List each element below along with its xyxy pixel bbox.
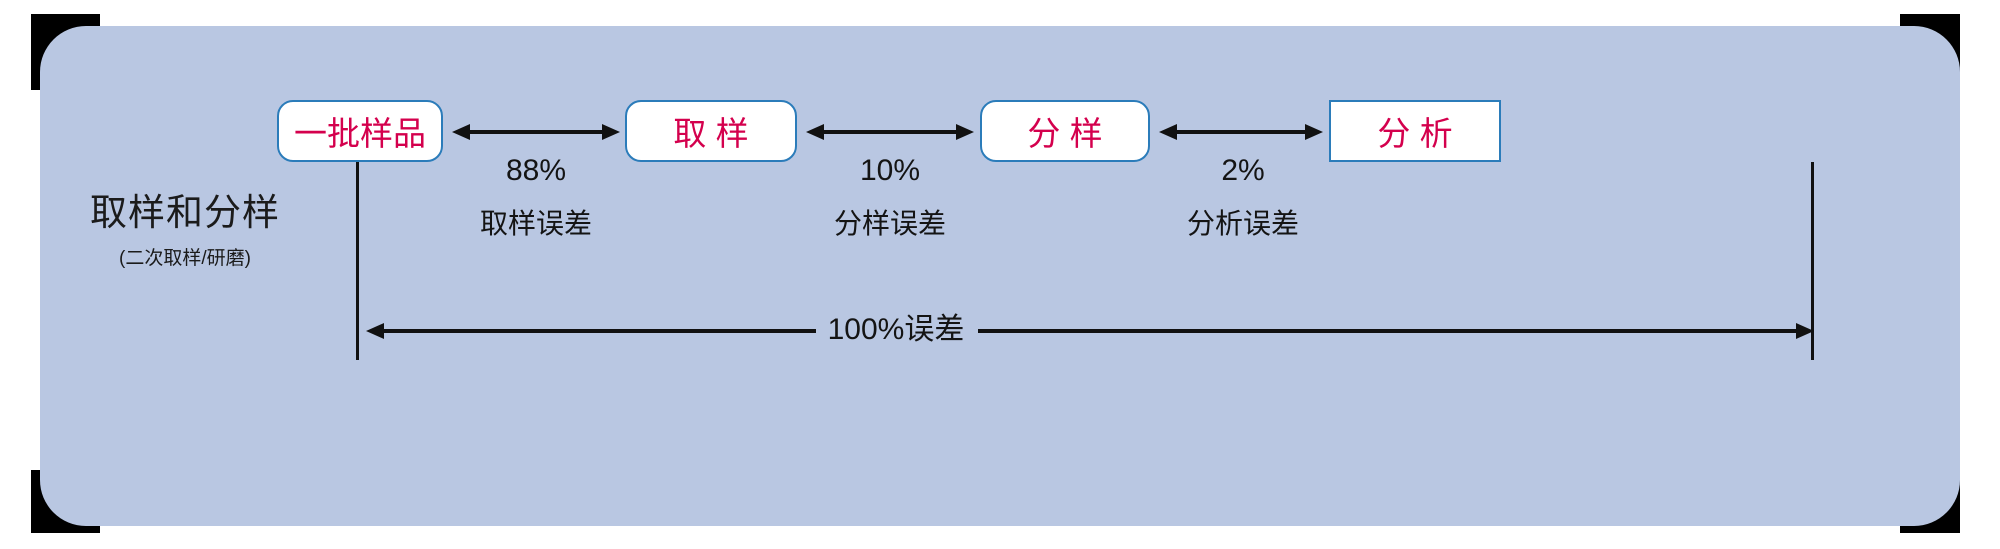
connector-caption-3: 2% 分析误差 (1143, 152, 1343, 244)
percent-label-3: 2% (1221, 154, 1265, 187)
total-error-label: 100%误差 (827, 313, 965, 346)
mask-left-strip (0, 90, 41, 470)
mask-bottom-strip (100, 524, 1900, 549)
double-arrow-icon-2 (806, 118, 974, 146)
title-block: 取样和分样 (二次取样/研磨) (55, 190, 315, 274)
node-analysis[interactable]: 分 析 (1329, 100, 1501, 162)
total-arrow-left-segment (366, 318, 816, 344)
double-arrow-icon-1 (452, 118, 620, 146)
node-sampling[interactable]: 取 样 (625, 100, 797, 162)
page-title: 取样和分样 (90, 192, 280, 233)
mask-top-strip (100, 0, 1900, 27)
percent-label-1: 88% (505, 154, 567, 187)
node-batch-sample[interactable]: 一批样品 (277, 100, 443, 162)
drop-line-left (356, 162, 359, 360)
page-subtitle: (二次取样/研磨) (119, 248, 251, 269)
drop-line-right (1811, 162, 1814, 360)
connector-caption-1: 88% 取样误差 (436, 152, 636, 244)
connector-caption-2: 10% 分样误差 (790, 152, 990, 244)
error-label-2: 分样误差 (833, 208, 946, 239)
error-label-3: 分析误差 (1186, 208, 1299, 239)
node-sample-division[interactable]: 分 样 (980, 100, 1150, 162)
mask-right-strip (1959, 90, 2000, 470)
error-label-1: 取样误差 (479, 208, 592, 239)
percent-label-2: 10% (859, 154, 921, 187)
total-arrow-right-segment (978, 318, 1814, 344)
double-arrow-icon-3 (1159, 118, 1323, 146)
